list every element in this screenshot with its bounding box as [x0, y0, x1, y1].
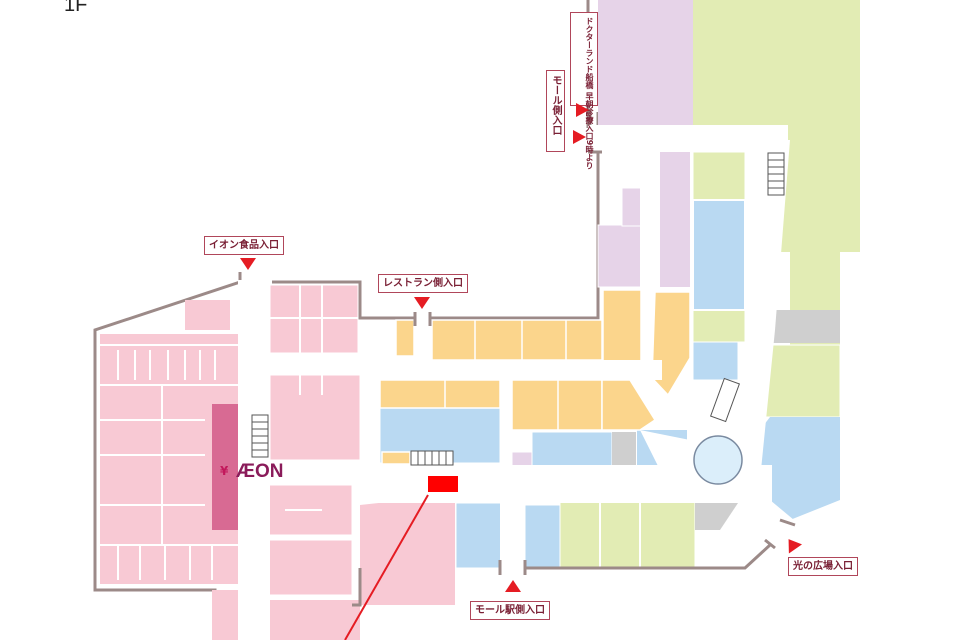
entrance-arrow-icon: [505, 580, 521, 592]
purple-zone: [447, 0, 693, 477]
round-plaza-icon: [693, 435, 743, 485]
location-pointer-line: [344, 494, 429, 640]
entrance-hikari-plaza-label[interactable]: 光の広場入口: [788, 557, 858, 576]
floor-label: 1F: [64, 0, 88, 16]
entrance-aeon-food-label[interactable]: イオン食品入口: [204, 236, 284, 255]
entrance-gaps: [352, 110, 796, 607]
entrance-restaurant-side-label[interactable]: レストラン側入口: [378, 274, 468, 293]
aeon-logo-text: ÆON: [236, 461, 284, 482]
corridors: [238, 125, 800, 640]
aeon-main-store-block[interactable]: [212, 404, 238, 530]
entrance-arrow-icon: [573, 130, 586, 144]
yen-sign-icon: ¥: [220, 464, 229, 478]
entrance-arrow-icon: [414, 297, 430, 309]
entrance-mall-station-side-label[interactable]: モール駅側入口: [470, 601, 550, 620]
entrance-arrow-icon: [576, 103, 589, 117]
entrance-doctor-land-label[interactable]: ドクターランド船橋 早朝診療入口9時より: [570, 12, 598, 169]
entrance-mall-side-label[interactable]: モール側入口: [546, 70, 565, 152]
aeon-logo: ÆON: [236, 461, 284, 483]
entrance-arrow-icon: [240, 258, 256, 270]
food-zone: [379, 289, 691, 465]
current-location-marker-icon: [428, 476, 458, 492]
